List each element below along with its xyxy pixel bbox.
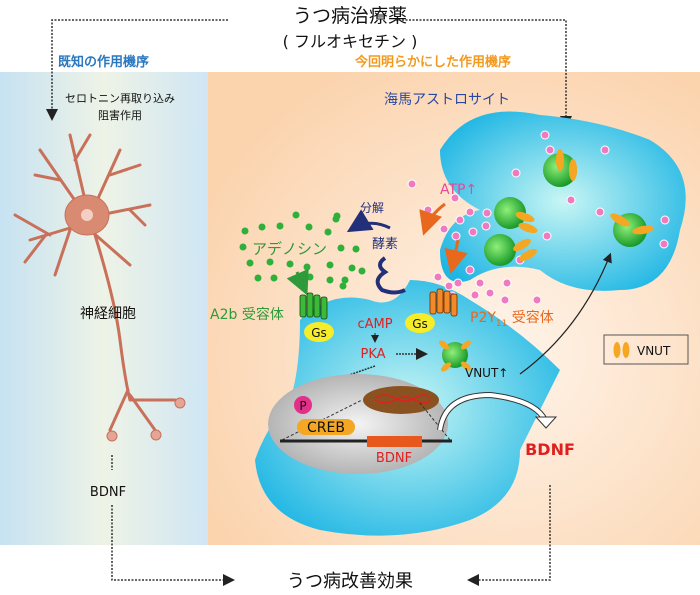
known-panel — [0, 72, 208, 545]
neuron-icon — [13, 133, 186, 442]
astrocyte-label: 海馬アストロサイト — [384, 92, 510, 108]
atp-release-arrow — [419, 202, 446, 236]
camp-label: cAMP — [357, 317, 392, 332]
atp-label: ATP↑ — [440, 182, 477, 198]
gs-p2y11-label: Gs — [412, 317, 428, 331]
a2b-receptor-icon — [299, 292, 328, 320]
atp-molecules — [407, 130, 670, 305]
serotonin-label-2: 阻害作用 — [98, 108, 142, 122]
new-mechanism-label: 今回明らかにした作用機序 — [354, 54, 511, 70]
phospho-label: P — [299, 399, 306, 413]
drug-name: ( フルオキセチン ) — [283, 32, 418, 51]
adenosine-molecules — [239, 211, 366, 290]
phospho-icon — [294, 396, 312, 414]
vnut-legend-icon — [613, 342, 621, 358]
p2y11-receptor-label: P2Y11 受容体 — [470, 309, 554, 329]
p2y11-receptor-icon — [429, 288, 458, 317]
neuron-bdnf-arrow — [111, 455, 232, 580]
vnut-to-vesicle-arrow — [519, 252, 612, 375]
a2b-receptor-label: A2b 受容体 — [210, 306, 284, 323]
adenosine-to-receptor-arrow — [286, 268, 309, 296]
atp-to-receptor-arrow — [444, 239, 468, 274]
pka-label: PKA — [360, 347, 385, 362]
legend: VNUT — [603, 334, 689, 365]
neuron-bdnf-label: BDNF — [90, 485, 126, 500]
released-bdnf-label: BDNF — [525, 440, 575, 459]
vnut-vesicles — [439, 149, 654, 372]
degradation-label: 分解 — [360, 201, 384, 215]
dna-icon — [374, 394, 431, 404]
enzyme-label: 酵素 — [372, 237, 398, 252]
vnut-up-label: VNUT↑ — [465, 366, 508, 380]
drug-title: うつ病治療薬 — [293, 5, 407, 27]
zoom-lines — [281, 399, 451, 441]
adenosine-label: アデノシン — [252, 240, 327, 258]
enzyme-icon — [375, 256, 406, 295]
degradation-arrow — [346, 209, 391, 233]
gs-protein-p2y11 — [405, 313, 435, 333]
bdnf-to-outcome-arrow — [467, 485, 551, 586]
known-mechanism-label: 既知の作用機序 — [58, 54, 149, 70]
serotonin-label-1: セロトニン再取り込み — [65, 92, 175, 105]
creb-label: CREB — [307, 420, 345, 436]
outcome-label: うつ病改善効果 — [287, 571, 413, 592]
gs-protein-a2b — [304, 322, 334, 342]
gs-a2b-label: Gs — [311, 326, 327, 340]
drug-to-neuron-arrow — [46, 19, 228, 121]
bdnf-release-arrow — [438, 392, 547, 431]
creb-badge — [297, 419, 355, 435]
neuron-label: 神経細胞 — [80, 306, 136, 322]
legend-vnut-label: VNUT — [637, 344, 671, 358]
drug-to-astrocyte-arrow — [395, 19, 572, 128]
bdnf-gene-label: BDNF — [376, 451, 412, 466]
bdnf-gene — [367, 436, 422, 447]
